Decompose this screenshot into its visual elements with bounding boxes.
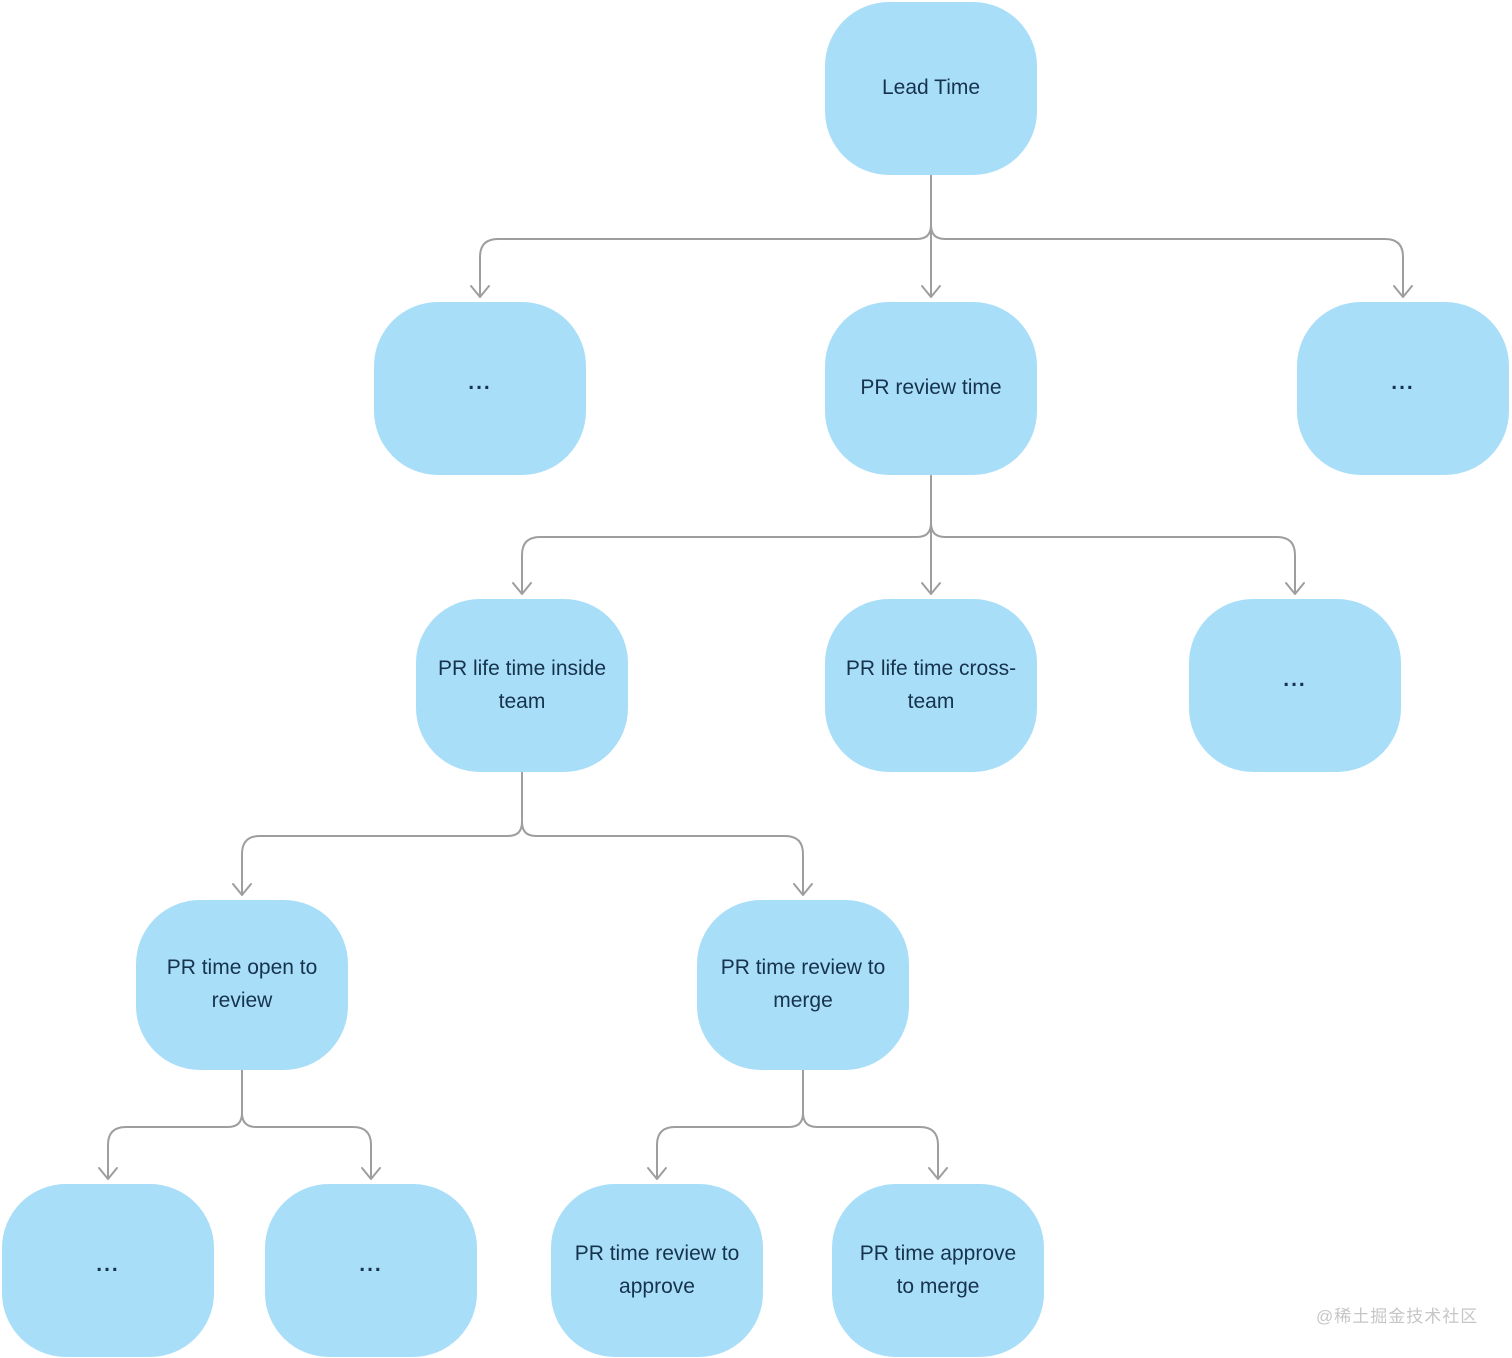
- node-l2-more-right: ...: [1297, 302, 1509, 475]
- node-pr-life-time-cross-team: PR life time cross- team: [825, 599, 1037, 772]
- node-label: PR time open to review: [166, 956, 318, 1012]
- node-pr-time-review-to-merge: PR time review to merge: [697, 900, 909, 1070]
- node-pr-time-open-to-review: PR time open to review: [136, 900, 348, 1070]
- node-pr-life-time-inside-team: PR life time inside team: [416, 599, 628, 772]
- node-label: PR review time: [860, 376, 1002, 400]
- node-label: Lead Time: [881, 76, 981, 100]
- node-label: ...: [1283, 668, 1307, 692]
- node-label: ...: [96, 1253, 120, 1277]
- node-l3-more: ...: [1189, 599, 1401, 772]
- node-label: ...: [468, 371, 492, 395]
- node-label: PR time review to approve: [574, 1241, 740, 1298]
- node-label: ...: [359, 1253, 383, 1277]
- node-label: PR life time cross- team: [845, 656, 1017, 713]
- node-pr-review-time: PR review time: [825, 302, 1037, 475]
- node-label: PR time review to merge: [720, 956, 886, 1012]
- node-pr-time-review-to-approve: PR time review to approve: [551, 1184, 763, 1357]
- node-l5-more-a: ...: [2, 1184, 214, 1357]
- node-pr-time-approve-to-merge: PR time approve to merge: [832, 1184, 1044, 1357]
- node-l5-more-b: ...: [265, 1184, 477, 1357]
- node-label: PR time approve to merge: [859, 1241, 1017, 1298]
- node-label: PR life time inside team: [437, 656, 607, 713]
- node-label: ...: [1391, 371, 1415, 395]
- watermark: @稀土掘金技术社区: [1316, 1307, 1479, 1326]
- node-l2-more-left: ...: [374, 302, 586, 475]
- node-lead-time: Lead Time: [825, 2, 1037, 175]
